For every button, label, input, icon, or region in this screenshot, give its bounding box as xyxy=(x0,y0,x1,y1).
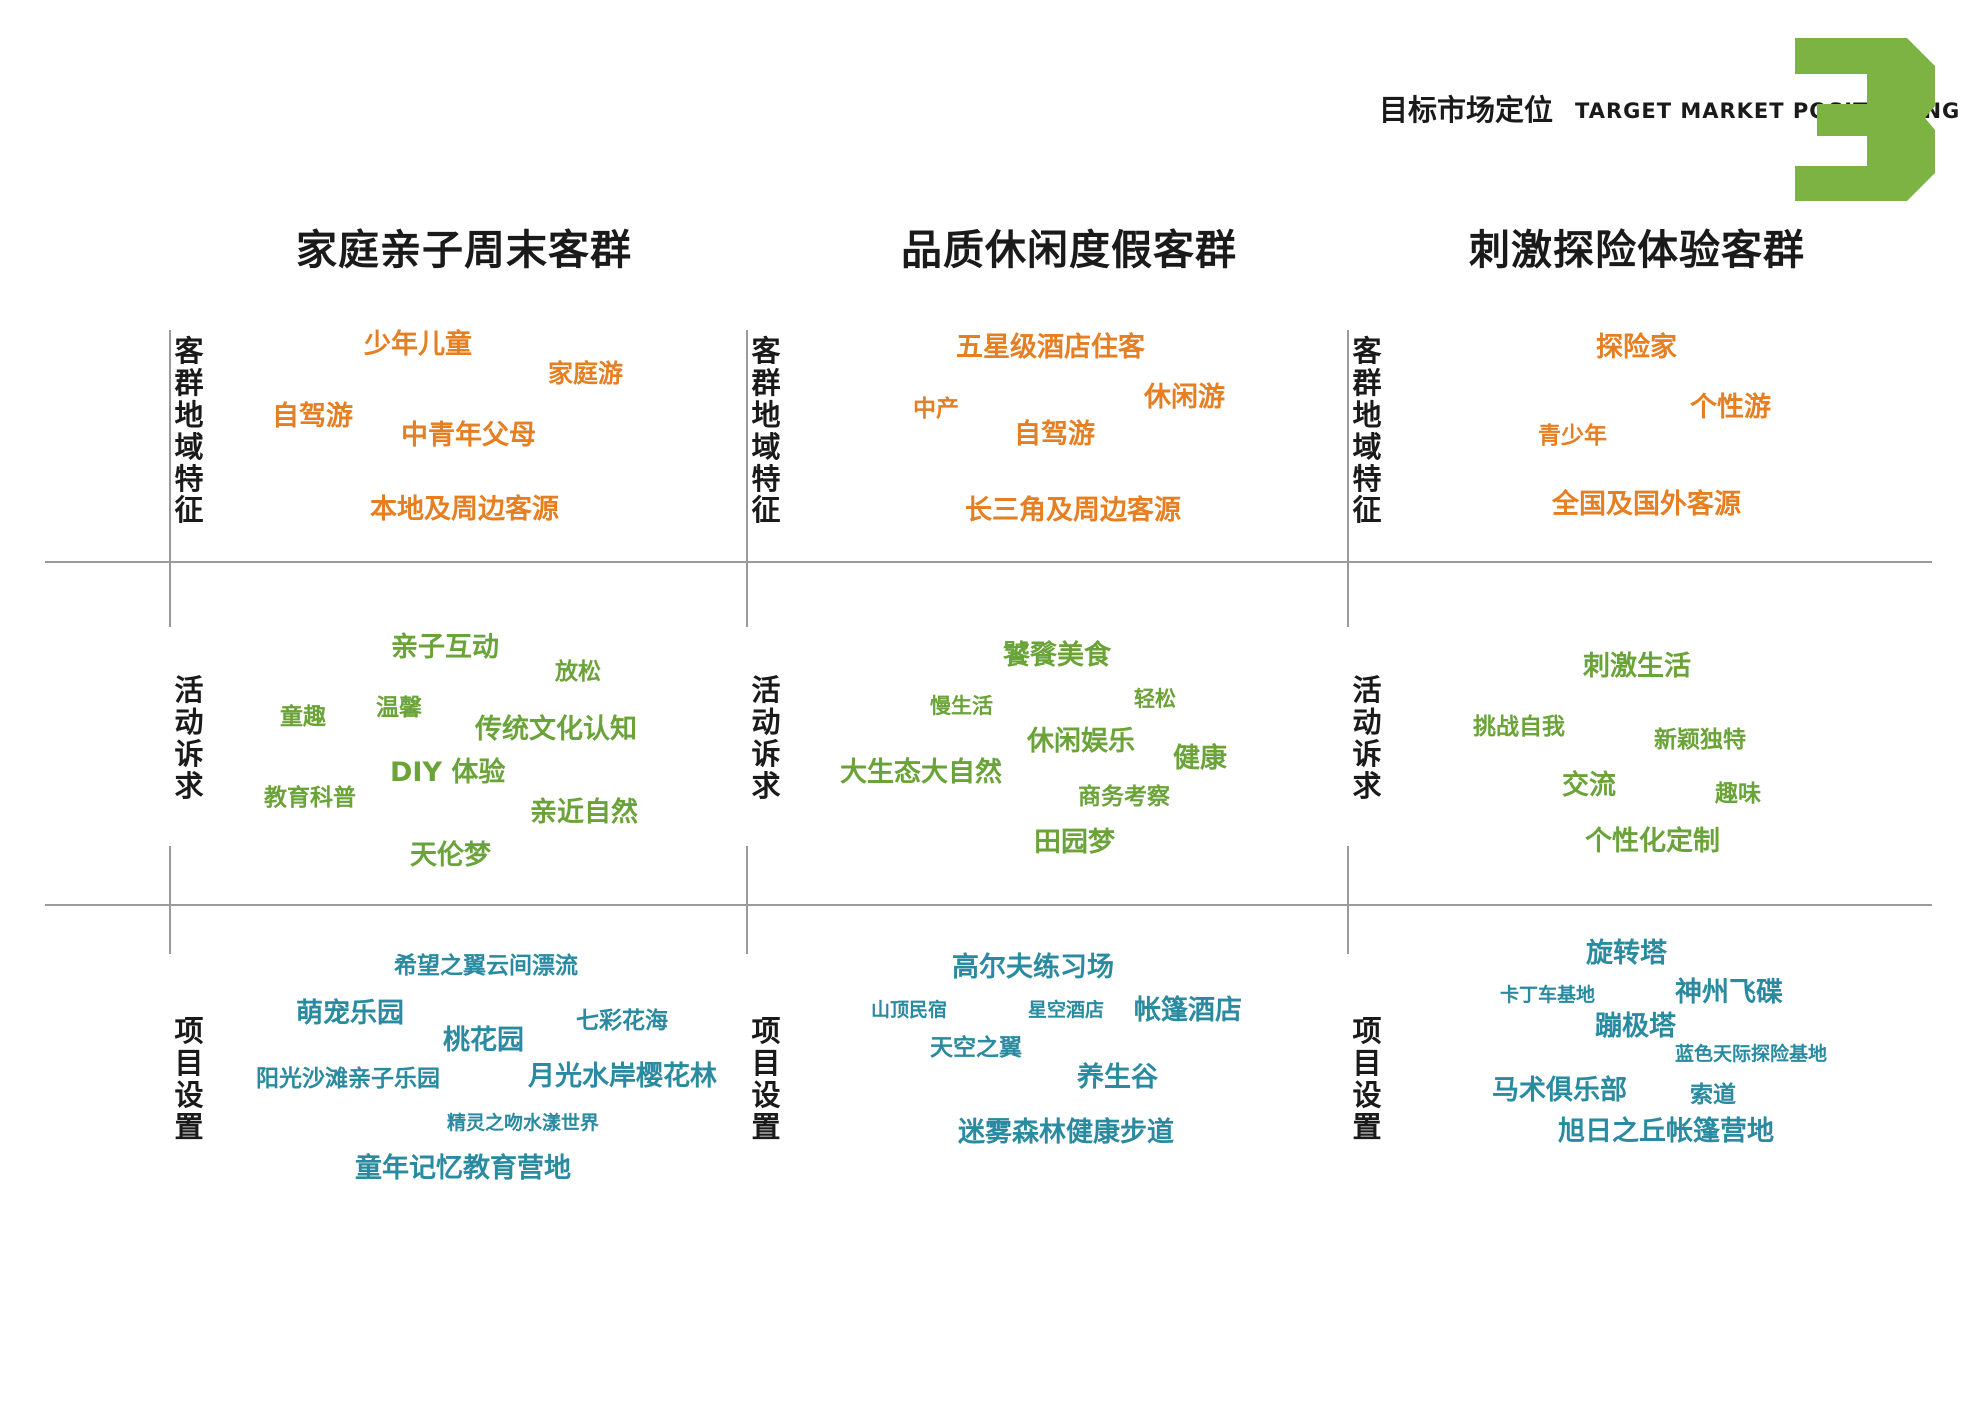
tag: 全国及国外客源 xyxy=(1552,489,1741,520)
row-label-project-c2: 项目设置 xyxy=(751,1014,781,1144)
tag: 阳光沙滩亲子乐园 xyxy=(256,1066,440,1092)
row-label-demand-c1: 活动诉求 xyxy=(174,673,204,803)
tag: 健康 xyxy=(1173,743,1227,774)
tag: 长三角及周边客源 xyxy=(965,495,1181,526)
col-divider-2a xyxy=(746,330,748,627)
tag: 童趣 xyxy=(280,704,326,730)
tag: 养生谷 xyxy=(1077,1062,1158,1093)
tag: 交流 xyxy=(1562,770,1616,801)
page-title-cn: 目标市场定位 xyxy=(1379,93,1554,127)
tag: 星空酒店 xyxy=(1028,999,1105,1021)
tag: 桃花园 xyxy=(443,1025,524,1056)
tag: 卡丁车基地 xyxy=(1500,984,1596,1006)
tag: 温馨 xyxy=(376,695,422,721)
tag: 田园梦 xyxy=(1034,827,1115,858)
tag: 旭日之丘帐篷营地 xyxy=(1558,1116,1774,1147)
tag: 本地及周边客源 xyxy=(370,494,559,525)
row-divider-1 xyxy=(45,561,1932,563)
tag: 少年儿童 xyxy=(364,329,472,360)
row-label-demand-c2: 活动诉求 xyxy=(751,673,781,803)
tag: 轻松 xyxy=(1134,687,1176,711)
tag: 蓝色天际探险基地 xyxy=(1675,1043,1828,1065)
tag: 挑战自我 xyxy=(1473,714,1565,740)
tag: DIY 体验 xyxy=(390,757,506,788)
tag: 迷雾森林健康步道 xyxy=(958,1117,1174,1148)
tag: 高尔夫练习场 xyxy=(952,952,1114,983)
col-divider-1b xyxy=(169,846,171,954)
tag: 放松 xyxy=(555,659,601,685)
row-label-demand-c3: 活动诉求 xyxy=(1352,673,1382,803)
tag: 青少年 xyxy=(1538,423,1607,449)
col-divider-3a xyxy=(1347,330,1349,627)
row-label-project-c1: 项目设置 xyxy=(174,1014,204,1144)
tag: 商务考察 xyxy=(1078,784,1170,810)
tag: 饕餮美食 xyxy=(1003,640,1111,671)
tag: 精灵之吻水漾世界 xyxy=(447,1112,600,1134)
tag: 月光水岸樱花林 xyxy=(528,1061,717,1092)
section-number-3-logo xyxy=(1795,38,1935,201)
tag: 慢生活 xyxy=(930,694,993,718)
tag: 教育科普 xyxy=(264,785,356,811)
tag: 山顶民宿 xyxy=(871,999,948,1021)
tag: 中青年父母 xyxy=(401,420,536,451)
tag: 中产 xyxy=(913,396,959,422)
tag: 趣味 xyxy=(1715,781,1761,807)
col-divider-1a xyxy=(169,330,171,627)
tag: 马术俱乐部 xyxy=(1492,1075,1627,1106)
tag: 帐篷酒店 xyxy=(1134,995,1242,1026)
tag: 天伦梦 xyxy=(410,840,491,871)
tag: 天空之翼 xyxy=(930,1035,1022,1061)
tag: 旋转塔 xyxy=(1586,938,1667,969)
tag: 希望之翼云间漂流 xyxy=(394,953,578,979)
tag: 个性化定制 xyxy=(1585,826,1720,857)
tag: 休闲游 xyxy=(1144,382,1225,413)
tag: 自驾游 xyxy=(1014,419,1095,450)
tag: 五星级酒店住客 xyxy=(956,332,1145,363)
tag: 自驾游 xyxy=(272,401,353,432)
tag: 萌宠乐园 xyxy=(296,998,404,1029)
row-label-region-c2: 客群地域特征 xyxy=(751,334,781,528)
tag: 索道 xyxy=(1690,1082,1736,1108)
tag: 传统文化认知 xyxy=(475,714,637,745)
tag: 刺激生活 xyxy=(1583,651,1691,682)
tag: 童年记忆教育营地 xyxy=(355,1153,571,1184)
column-title-family: 家庭亲子周末客群 xyxy=(296,226,632,274)
col-divider-2b xyxy=(746,846,748,954)
row-label-project-c3: 项目设置 xyxy=(1352,1014,1382,1144)
col-divider-3b xyxy=(1347,846,1349,954)
tag: 大生态大自然 xyxy=(840,757,1002,788)
row-divider-2 xyxy=(45,904,1932,906)
column-title-leisure: 品质休闲度假客群 xyxy=(901,226,1237,274)
tag: 个性游 xyxy=(1690,392,1771,423)
tag: 新颖独特 xyxy=(1654,727,1746,753)
tag: 蹦极塔 xyxy=(1595,1011,1676,1042)
tag: 亲子互动 xyxy=(391,632,499,663)
tag: 神州飞碟 xyxy=(1675,977,1783,1008)
row-label-region-c3: 客群地域特征 xyxy=(1352,334,1382,528)
tag: 家庭游 xyxy=(548,359,624,388)
tag: 亲近自然 xyxy=(530,797,638,828)
tag: 探险家 xyxy=(1596,332,1677,363)
row-label-region-c1: 客群地域特征 xyxy=(174,334,204,528)
tag: 七彩花海 xyxy=(576,1008,668,1034)
tag: 休闲娱乐 xyxy=(1027,726,1135,757)
column-title-adventure: 刺激探险体验客群 xyxy=(1469,226,1805,274)
